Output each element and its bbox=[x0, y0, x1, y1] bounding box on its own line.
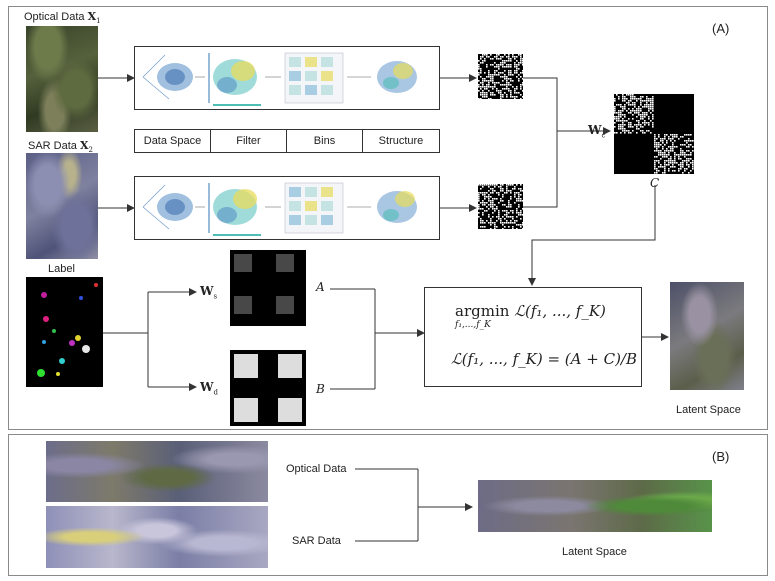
ws-label: Ws bbox=[200, 284, 217, 300]
a-block-3 bbox=[234, 296, 252, 314]
panel-b-frame bbox=[8, 434, 768, 576]
label-blobs bbox=[37, 283, 98, 377]
loss-box: argmin ℒ(f₁, ..., f_K) f₁,...,f_K ℒ(f₁, … bbox=[424, 287, 642, 387]
b-matrix bbox=[230, 350, 306, 426]
a-block-1 bbox=[234, 254, 252, 272]
a-label: A bbox=[316, 280, 325, 294]
a-block-4 bbox=[276, 296, 294, 314]
wc-label: Wc bbox=[588, 123, 605, 139]
noise-pattern-optical bbox=[478, 54, 523, 99]
b-label: B bbox=[316, 382, 325, 396]
optical-subscript: 1 bbox=[96, 17, 101, 26]
panel-b-tag: (B) bbox=[712, 449, 730, 464]
sar-subscript: 2 bbox=[88, 146, 93, 155]
noise-pattern-sar bbox=[478, 184, 523, 229]
merge-bracket-similarity bbox=[523, 77, 558, 208]
optical-symbol: X bbox=[87, 10, 97, 23]
c-matrix bbox=[614, 94, 694, 174]
pipeline-optical bbox=[134, 46, 440, 110]
c-matrix-noise-top-left bbox=[614, 94, 654, 134]
sar-image bbox=[26, 153, 98, 259]
b-block-1 bbox=[234, 354, 258, 378]
wc-subscript: c bbox=[601, 131, 606, 140]
wd-label: Wd bbox=[200, 380, 218, 396]
ws-symbol: W bbox=[200, 284, 214, 298]
label-map bbox=[26, 277, 103, 387]
optical-strip-image bbox=[46, 441, 268, 502]
pipeline-optical-graphics bbox=[142, 52, 417, 106]
stage-filter: Filter bbox=[210, 129, 287, 153]
sar-data-caption: SAR Data X2 bbox=[28, 139, 93, 157]
similarity-matrix-optical bbox=[478, 54, 523, 99]
wd-symbol: W bbox=[200, 380, 214, 394]
ws-subscript: s bbox=[213, 292, 218, 301]
optical-data-caption: Optical Data X1 bbox=[24, 10, 101, 28]
panel-b-sar-label: SAR Data bbox=[292, 535, 341, 547]
argmin-objective: ℒ(f₁, ..., f_K) bbox=[514, 302, 606, 320]
sar-symbol: X bbox=[79, 139, 89, 152]
optical-image bbox=[26, 26, 98, 132]
sar-data-label: SAR Data bbox=[28, 140, 77, 152]
stage-bins: Bins bbox=[286, 129, 363, 153]
b-block-2 bbox=[278, 354, 302, 378]
argmin-line: argmin ℒ(f₁, ..., f_K) bbox=[455, 302, 606, 320]
panel-b-optical-label: Optical Data bbox=[286, 463, 347, 475]
pipeline-sar bbox=[134, 176, 440, 240]
latent-space-caption: Latent Space bbox=[676, 404, 741, 416]
pipeline-sar-graphics bbox=[142, 182, 417, 236]
arrow-c-to-loss bbox=[528, 185, 656, 286]
argmin-word: argmin bbox=[455, 302, 510, 320]
c-matrix-noise-bottom-right bbox=[654, 134, 694, 174]
panel-a-frame bbox=[8, 6, 768, 430]
panel-a-tag: (A) bbox=[712, 21, 730, 36]
wd-subscript: d bbox=[213, 388, 218, 397]
b-block-3 bbox=[234, 398, 258, 422]
optical-data-label: Optical Data bbox=[24, 11, 85, 23]
latent-space-image bbox=[670, 282, 744, 390]
argmin-subscript: f₁,...,f_K bbox=[455, 320, 491, 330]
panel-b-latent-image bbox=[478, 480, 712, 532]
stage-data-space: Data Space bbox=[134, 129, 211, 153]
b-block-4 bbox=[278, 398, 302, 422]
stage-structure: Structure bbox=[362, 129, 440, 153]
c-label: C bbox=[650, 176, 660, 190]
sar-strip-image bbox=[46, 506, 268, 568]
wc-symbol: W bbox=[588, 123, 602, 137]
label-caption: Label bbox=[48, 263, 75, 275]
panel-b-latent-caption: Latent Space bbox=[562, 546, 627, 558]
loss-equation: ℒ(f₁, ..., f_K) = (A + C)/B bbox=[451, 350, 638, 368]
similarity-matrix-sar bbox=[478, 184, 523, 229]
a-matrix bbox=[230, 250, 306, 326]
a-block-2 bbox=[276, 254, 294, 272]
